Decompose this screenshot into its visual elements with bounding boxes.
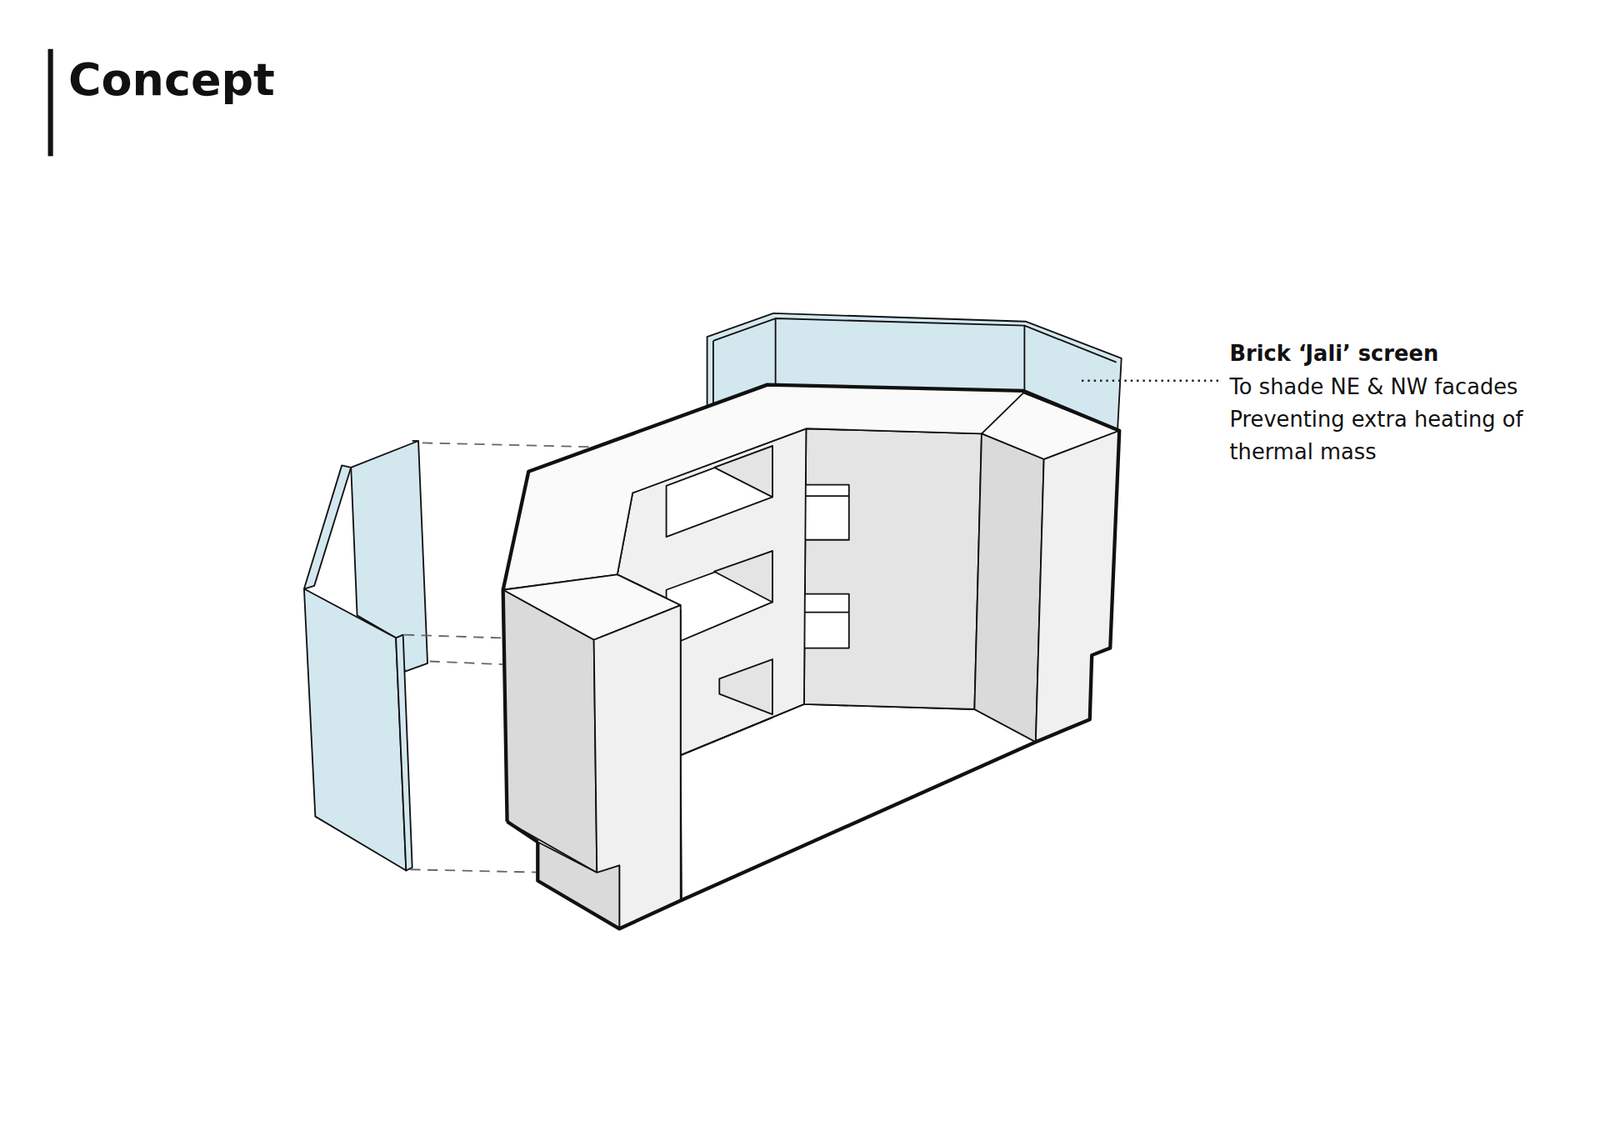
back-wall (804, 428, 982, 710)
jali-screen-left (304, 440, 428, 871)
building-outline (503, 385, 1120, 930)
wall-openings (666, 445, 773, 755)
title-bar (48, 49, 54, 157)
courtyard-floor (680, 704, 1036, 900)
callout-note: To shade NE & NW facades Preventing extr… (1230, 370, 1577, 469)
page-title: Concept (68, 50, 275, 109)
window (804, 485, 850, 540)
leader-line (1081, 380, 1223, 382)
window (804, 594, 850, 649)
tower-left (503, 574, 681, 929)
tower-right (974, 392, 1120, 742)
callout-heading: Brick ‘Jali’ screen (1230, 337, 1440, 370)
